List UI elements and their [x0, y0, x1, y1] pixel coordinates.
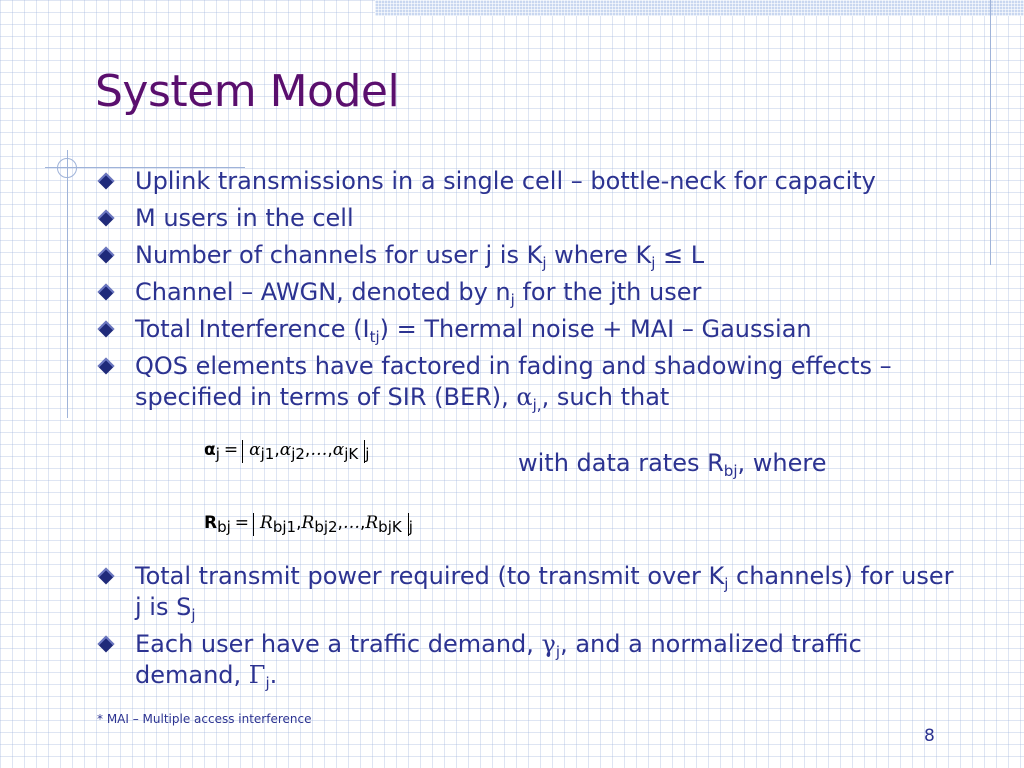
- bullet-list: Uplink transmissions in a single cell – …: [97, 166, 958, 419]
- formula-term-sub: bjK: [378, 518, 402, 536]
- formula-term: α: [279, 440, 292, 460]
- formula-term-sub: bj1: [272, 518, 297, 536]
- formula-equals: =: [234, 513, 250, 533]
- formula-comma: ,: [296, 513, 302, 533]
- top-decorative-band: [375, 0, 1024, 16]
- bullet-list-secondary: Total transmit power required (to transm…: [97, 561, 958, 697]
- bullet-item: Channel – AWGN, denoted by nj for the jt…: [97, 277, 958, 309]
- formula-comma: ,: [304, 440, 311, 460]
- right-decorative-line: [990, 0, 991, 265]
- formula-term-sub: j1: [260, 445, 275, 463]
- bullet-item: Uplink transmissions in a single cell – …: [97, 166, 958, 197]
- diamond-bullet-icon: [97, 283, 115, 301]
- bullet-item: QOS elements have factored in fading and…: [97, 351, 958, 414]
- bullet-text: Total Interference (Itj) = Thermal noise…: [135, 315, 812, 346]
- formula-outer-sub: j: [408, 518, 413, 536]
- bullet-item: Total transmit power required (to transm…: [97, 561, 958, 624]
- data-rates-sub: bj: [723, 462, 738, 480]
- circle-decoration-icon: [57, 158, 77, 178]
- formula-term: R: [365, 513, 379, 533]
- diamond-bullet-icon: [97, 635, 115, 653]
- bullet-text: Uplink transmissions in a single cell – …: [135, 167, 876, 195]
- formula-lhs-sub: bj: [217, 518, 231, 536]
- formula-term: R: [301, 513, 315, 533]
- formula-comma: ,: [359, 513, 366, 533]
- data-rates-before: with data rates R: [518, 449, 724, 477]
- horizontal-decorative-line: [45, 167, 245, 168]
- formula-bracket: Rbj1,Rbj2,…,RbjK: [253, 513, 409, 536]
- formula-bracket: αj1,αj2,…,αjK: [242, 440, 366, 463]
- formula-term-sub: j2: [291, 445, 305, 463]
- formula-lhs: α: [204, 440, 216, 460]
- diamond-bullet-icon: [97, 209, 115, 227]
- bullet-text: Each user have a traffic demand, γj, and…: [135, 630, 862, 692]
- slide-title: System Model: [95, 66, 400, 117]
- formula-term-sub: jK: [344, 445, 359, 463]
- formula-comma: ,: [337, 513, 343, 533]
- data-rates-text: with data rates Rbj, where: [518, 449, 827, 480]
- diamond-bullet-icon: [97, 172, 115, 190]
- formula-term: …: [310, 440, 328, 460]
- formula-term: α: [249, 440, 261, 460]
- bullet-text: Number of channels for user j is Kj wher…: [135, 241, 705, 272]
- formula-term: α: [332, 440, 345, 460]
- formula-equals: =: [223, 440, 239, 460]
- formula-outer-sub: j: [365, 445, 370, 463]
- data-rates-after: , where: [737, 449, 827, 477]
- diamond-bullet-icon: [97, 567, 115, 585]
- formula-term: R: [260, 513, 273, 533]
- diamond-bullet-icon: [97, 246, 115, 264]
- formula-term: …: [342, 513, 360, 533]
- diamond-bullet-icon: [97, 320, 115, 338]
- bullet-item: Number of channels for user j is Kj wher…: [97, 240, 958, 272]
- bullet-text: Channel – AWGN, denoted by nj for the jt…: [135, 278, 702, 309]
- formula-lhs: R: [204, 513, 218, 533]
- bullet-text: M users in the cell: [135, 204, 354, 232]
- bullet-text: QOS elements have factored in fading and…: [135, 352, 892, 414]
- formula-comma: ,: [327, 440, 333, 460]
- footnote: * MAI – Multiple access interference: [97, 712, 312, 726]
- formula-comma: ,: [274, 440, 280, 460]
- formula-term-sub: bj2: [314, 518, 338, 536]
- bullet-text: Total transmit power required (to transm…: [135, 562, 954, 624]
- left-decorative-line: [67, 150, 68, 418]
- formula-lhs-sub: j: [215, 445, 220, 463]
- diamond-bullet-icon: [97, 357, 115, 375]
- page-number: 8: [924, 726, 935, 746]
- bullet-item: Each user have a traffic demand, γj, and…: [97, 629, 958, 692]
- bullet-item: Total Interference (Itj) = Thermal noise…: [97, 314, 958, 346]
- bullet-item: M users in the cell: [97, 203, 958, 234]
